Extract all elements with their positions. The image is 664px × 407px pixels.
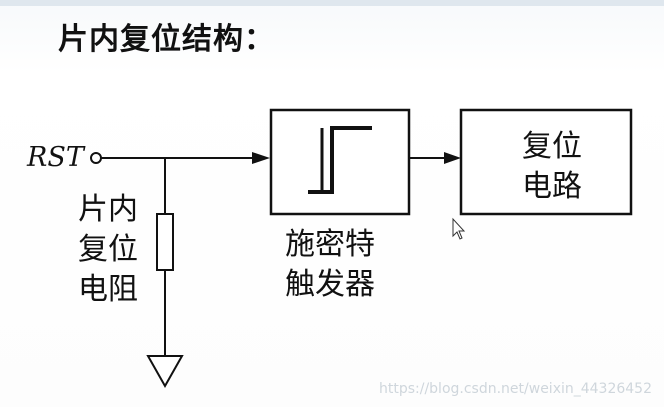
reset-circuit-box bbox=[459, 108, 633, 216]
rst-label: RST bbox=[27, 142, 84, 173]
resistor bbox=[156, 213, 174, 271]
schmitt-trigger-label: 施密特 触发器 bbox=[285, 225, 395, 305]
resistor-label-line1: 片内 bbox=[78, 192, 138, 227]
schmitt-label-line1: 施密特 bbox=[285, 227, 375, 262]
resistor-label-line2: 复位 bbox=[78, 232, 138, 267]
pointer-cursor-icon bbox=[452, 217, 466, 240]
resistor-label: 片内 复位 电阻 bbox=[78, 190, 158, 310]
reset-circuit-label: 复位 电路 bbox=[512, 127, 592, 207]
schmitt-label-line2: 触发器 bbox=[285, 267, 375, 302]
top-border bbox=[0, 0, 664, 6]
schmitt-trigger-box bbox=[269, 108, 411, 216]
watermark: https://blog.csdn.net/weixin_44326452 bbox=[378, 381, 652, 397]
output-arrow bbox=[444, 152, 461, 164]
reset-label-line2: 电路 bbox=[522, 169, 582, 204]
page-title: 片内复位结构： bbox=[58, 22, 275, 57]
resistor-label-line3: 电阻 bbox=[78, 272, 138, 307]
reset-label-line1: 复位 bbox=[522, 129, 582, 164]
rst-pin bbox=[90, 152, 102, 164]
input-arrow bbox=[252, 152, 270, 164]
ground-symbol bbox=[146, 355, 184, 389]
hysteresis-icon bbox=[308, 126, 372, 194]
